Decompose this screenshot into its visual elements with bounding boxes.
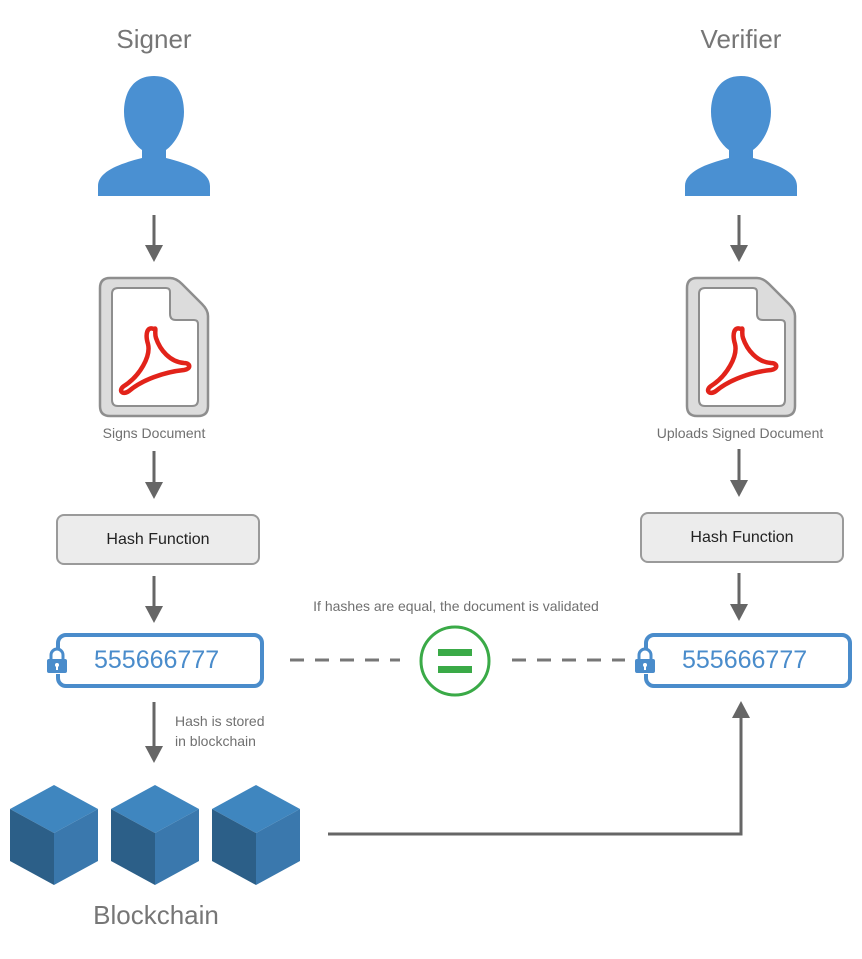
blockchain-label: Blockchain: [93, 900, 219, 930]
arrow-blockchain-to-verifier-hash: [328, 701, 750, 836]
lock-icon: [633, 647, 657, 674]
signer-hash-value: 555666777: [94, 646, 220, 674]
block-cube-2: [111, 785, 199, 885]
verifier-title: Verifier: [700, 24, 782, 54]
comparison-note: If hashes are equal, the document is val…: [313, 598, 599, 614]
lock-icon: [45, 647, 69, 674]
arrow-verifier-document-to-hash-function: [730, 449, 748, 497]
signer-hash-function-label: Hash Function: [106, 530, 210, 548]
person-icon: [98, 76, 210, 196]
verifier-hash-box: [644, 633, 852, 688]
signer-hash-function-box: Hash Function: [56, 514, 260, 565]
pdf-document-icon: [98, 276, 210, 418]
verifier-hash-value: 555666777: [682, 646, 808, 674]
verifier-hash-function-label: Hash Function: [690, 528, 794, 546]
signer-document-caption: Signs Document: [102, 425, 206, 441]
store-note-line1: Hash is stored: [175, 713, 265, 729]
block-cube-3: [212, 785, 300, 885]
person-icon: [685, 76, 797, 196]
arrow-signer-document-to-hash-function: [145, 451, 163, 499]
verifier-hash-function-box: Hash Function: [640, 512, 844, 563]
store-note-line2: in blockchain: [175, 733, 256, 749]
pdf-document-icon: [685, 276, 797, 418]
arrow-verifier-hash-function-to-hash: [730, 573, 748, 621]
arrow-hash-to-blockchain: [145, 702, 163, 763]
store-note: Hash is stored in blockchain: [175, 711, 264, 751]
signer-hash-box: [56, 633, 264, 688]
arrow-signer-hash-function-to-hash: [145, 576, 163, 623]
verifier-document-caption: Uploads Signed Document: [656, 425, 824, 441]
arrow-signer-to-document: [145, 215, 163, 262]
signer-title: Signer: [116, 24, 192, 54]
block-cube-1: [10, 785, 98, 885]
arrow-verifier-to-document: [730, 215, 748, 262]
blockchain-blocks: [10, 785, 300, 885]
equals-icon: [419, 625, 491, 697]
